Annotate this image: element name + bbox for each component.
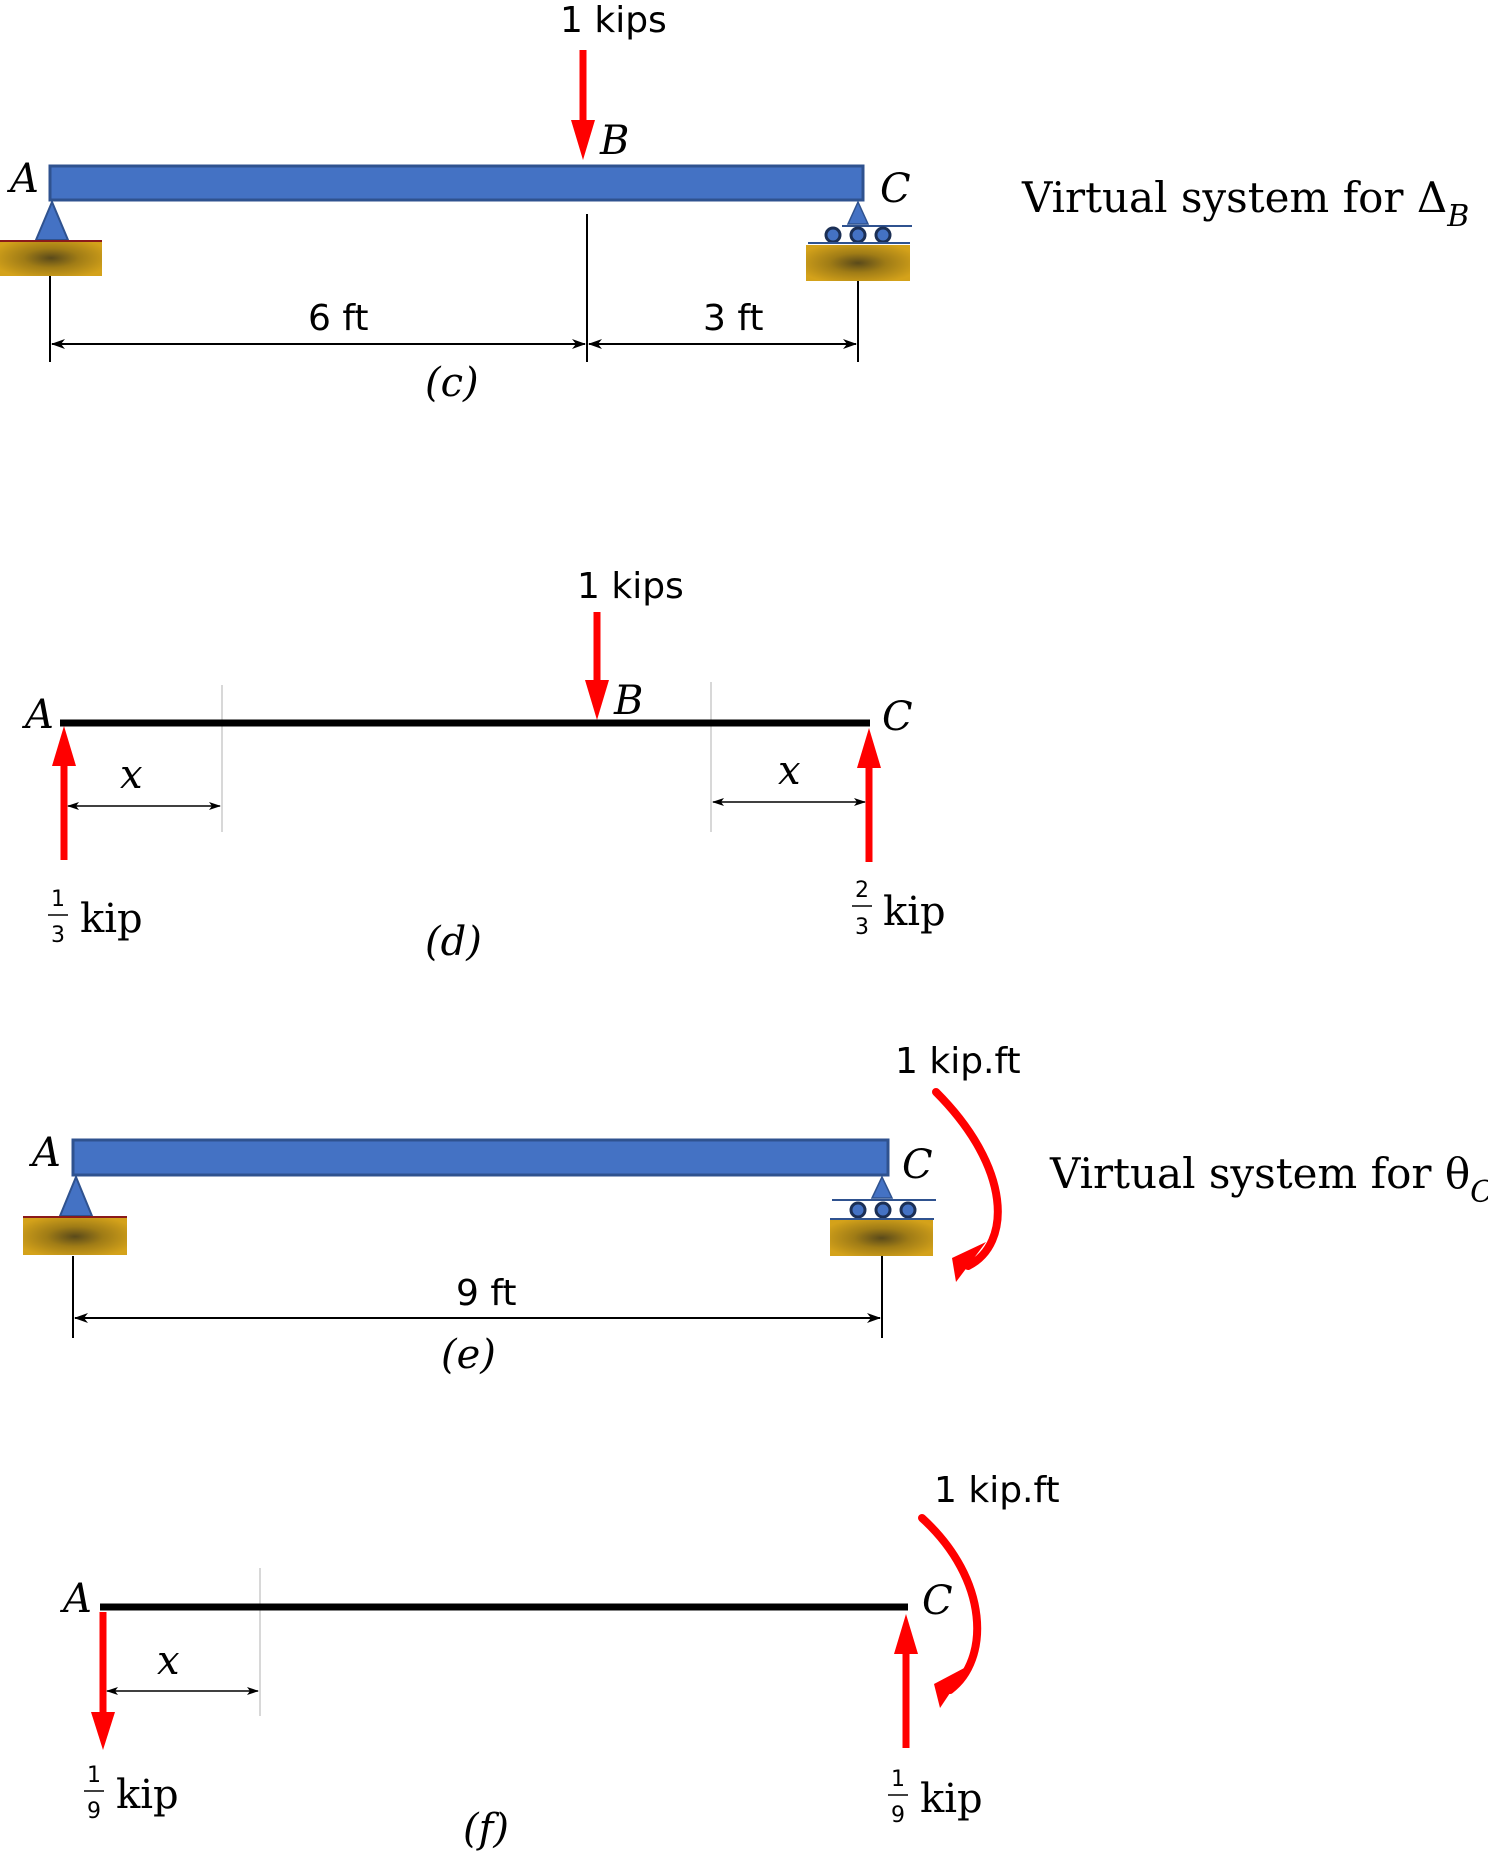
point-load-arrowhead-c (571, 120, 595, 160)
reaction-label-right-f: 1 9 kip (888, 1767, 983, 1828)
beam-e (71, 1138, 890, 1177)
roller-wheel-icon (849, 226, 867, 244)
pin-support-icon-a-c (34, 199, 70, 241)
dim-label-right-c: 3 ft (703, 298, 764, 339)
dim-label-e: 9 ft (456, 1273, 517, 1314)
reaction-label-left-f: 1 9 kip (84, 1763, 179, 1824)
dim-label-left-c: 6 ft (308, 298, 369, 339)
svg-text:3: 3 (51, 923, 65, 948)
svg-text:kip: kip (80, 896, 143, 942)
caption-c: (c) (425, 360, 479, 406)
load-label-c: 1 kips (560, 0, 667, 41)
svg-text:kip: kip (883, 889, 946, 935)
panel-d: 1 kips A B C x x 1 3 kip 2 3 (21, 566, 946, 965)
reaction-arrowhead-right-f (894, 1614, 918, 1654)
moment-arrow-f (918, 1514, 982, 1694)
x-label-right-d: x (778, 748, 801, 794)
moment-arrowhead-e (952, 1242, 986, 1282)
pin-support-icon-a-e (58, 1174, 94, 1217)
load-label-d: 1 kips (577, 566, 684, 607)
moment-arrow-e (932, 1088, 1002, 1270)
point-load-arrowhead-d (585, 680, 609, 720)
reaction-arrowhead-right-d (857, 728, 881, 768)
point-a-label-e: A (28, 1130, 61, 1176)
ground-block-a-e (23, 1218, 127, 1255)
x-label-left-d: x (120, 752, 143, 798)
title-e: Virtual system for θC (1049, 1149, 1488, 1210)
point-c-label-d: C (882, 694, 913, 740)
ground-block-c-e (830, 1220, 933, 1256)
moment-label-f: 1 kip.ft (934, 1470, 1060, 1511)
point-a-label-c: A (6, 156, 39, 202)
point-a-label-d: A (21, 692, 54, 738)
svg-text:9: 9 (891, 1803, 905, 1828)
reaction-label-right-d: 2 3 kip (852, 878, 946, 940)
roller-wheel-icon (824, 226, 842, 244)
panel-e: 1 kip.ft A C 9 ft (e) Virtual system for… (23, 1041, 1488, 1378)
moment-label-e: 1 kip.ft (895, 1041, 1021, 1082)
point-c-label-c: C (880, 166, 911, 212)
roller-wheel-icon (899, 1201, 917, 1219)
svg-text:kip: kip (920, 1776, 983, 1822)
roller-support-icon-c (846, 200, 870, 225)
svg-text:kip: kip (116, 1772, 179, 1818)
point-c-label-e: C (902, 1142, 933, 1188)
reaction-label-left-d: 1 3 kip (48, 887, 143, 948)
reaction-arrowhead-left-f (91, 1712, 115, 1750)
roller-wheel-icon (874, 226, 892, 244)
roller-support-icon-e (870, 1175, 894, 1199)
panel-c: 1 kips A B C 6 ft 3 ft (c) Virtual syste… (0, 0, 1469, 406)
svg-text:1: 1 (51, 887, 65, 912)
svg-text:3: 3 (855, 915, 869, 940)
panel-f: 1 kip.ft A C x 1 9 kip 1 9 kip (59, 1470, 1060, 1852)
svg-text:1: 1 (891, 1767, 905, 1792)
roller-wheel-icon (849, 1201, 867, 1219)
caption-f: (f) (463, 1806, 509, 1852)
point-a-label-f: A (59, 1576, 92, 1622)
point-c-label-f: C (922, 1578, 953, 1624)
moment-arrowhead-f (934, 1666, 968, 1708)
beam-c (48, 164, 865, 202)
ground-block-a-c (0, 240, 102, 276)
point-b-label-d: B (613, 678, 643, 724)
caption-e: (e) (441, 1332, 496, 1378)
caption-d: (d) (425, 919, 482, 965)
roller-wheel-icon (874, 1201, 892, 1219)
x-label-left-f: x (157, 1638, 180, 1684)
title-c: Virtual system for ΔB (1021, 173, 1469, 234)
point-b-label-c: B (599, 118, 629, 164)
reaction-arrowhead-left-d (52, 726, 76, 766)
svg-text:1: 1 (87, 1763, 101, 1788)
svg-text:2: 2 (855, 878, 869, 903)
ground-block-c-c (806, 245, 910, 281)
svg-text:9: 9 (87, 1799, 101, 1824)
